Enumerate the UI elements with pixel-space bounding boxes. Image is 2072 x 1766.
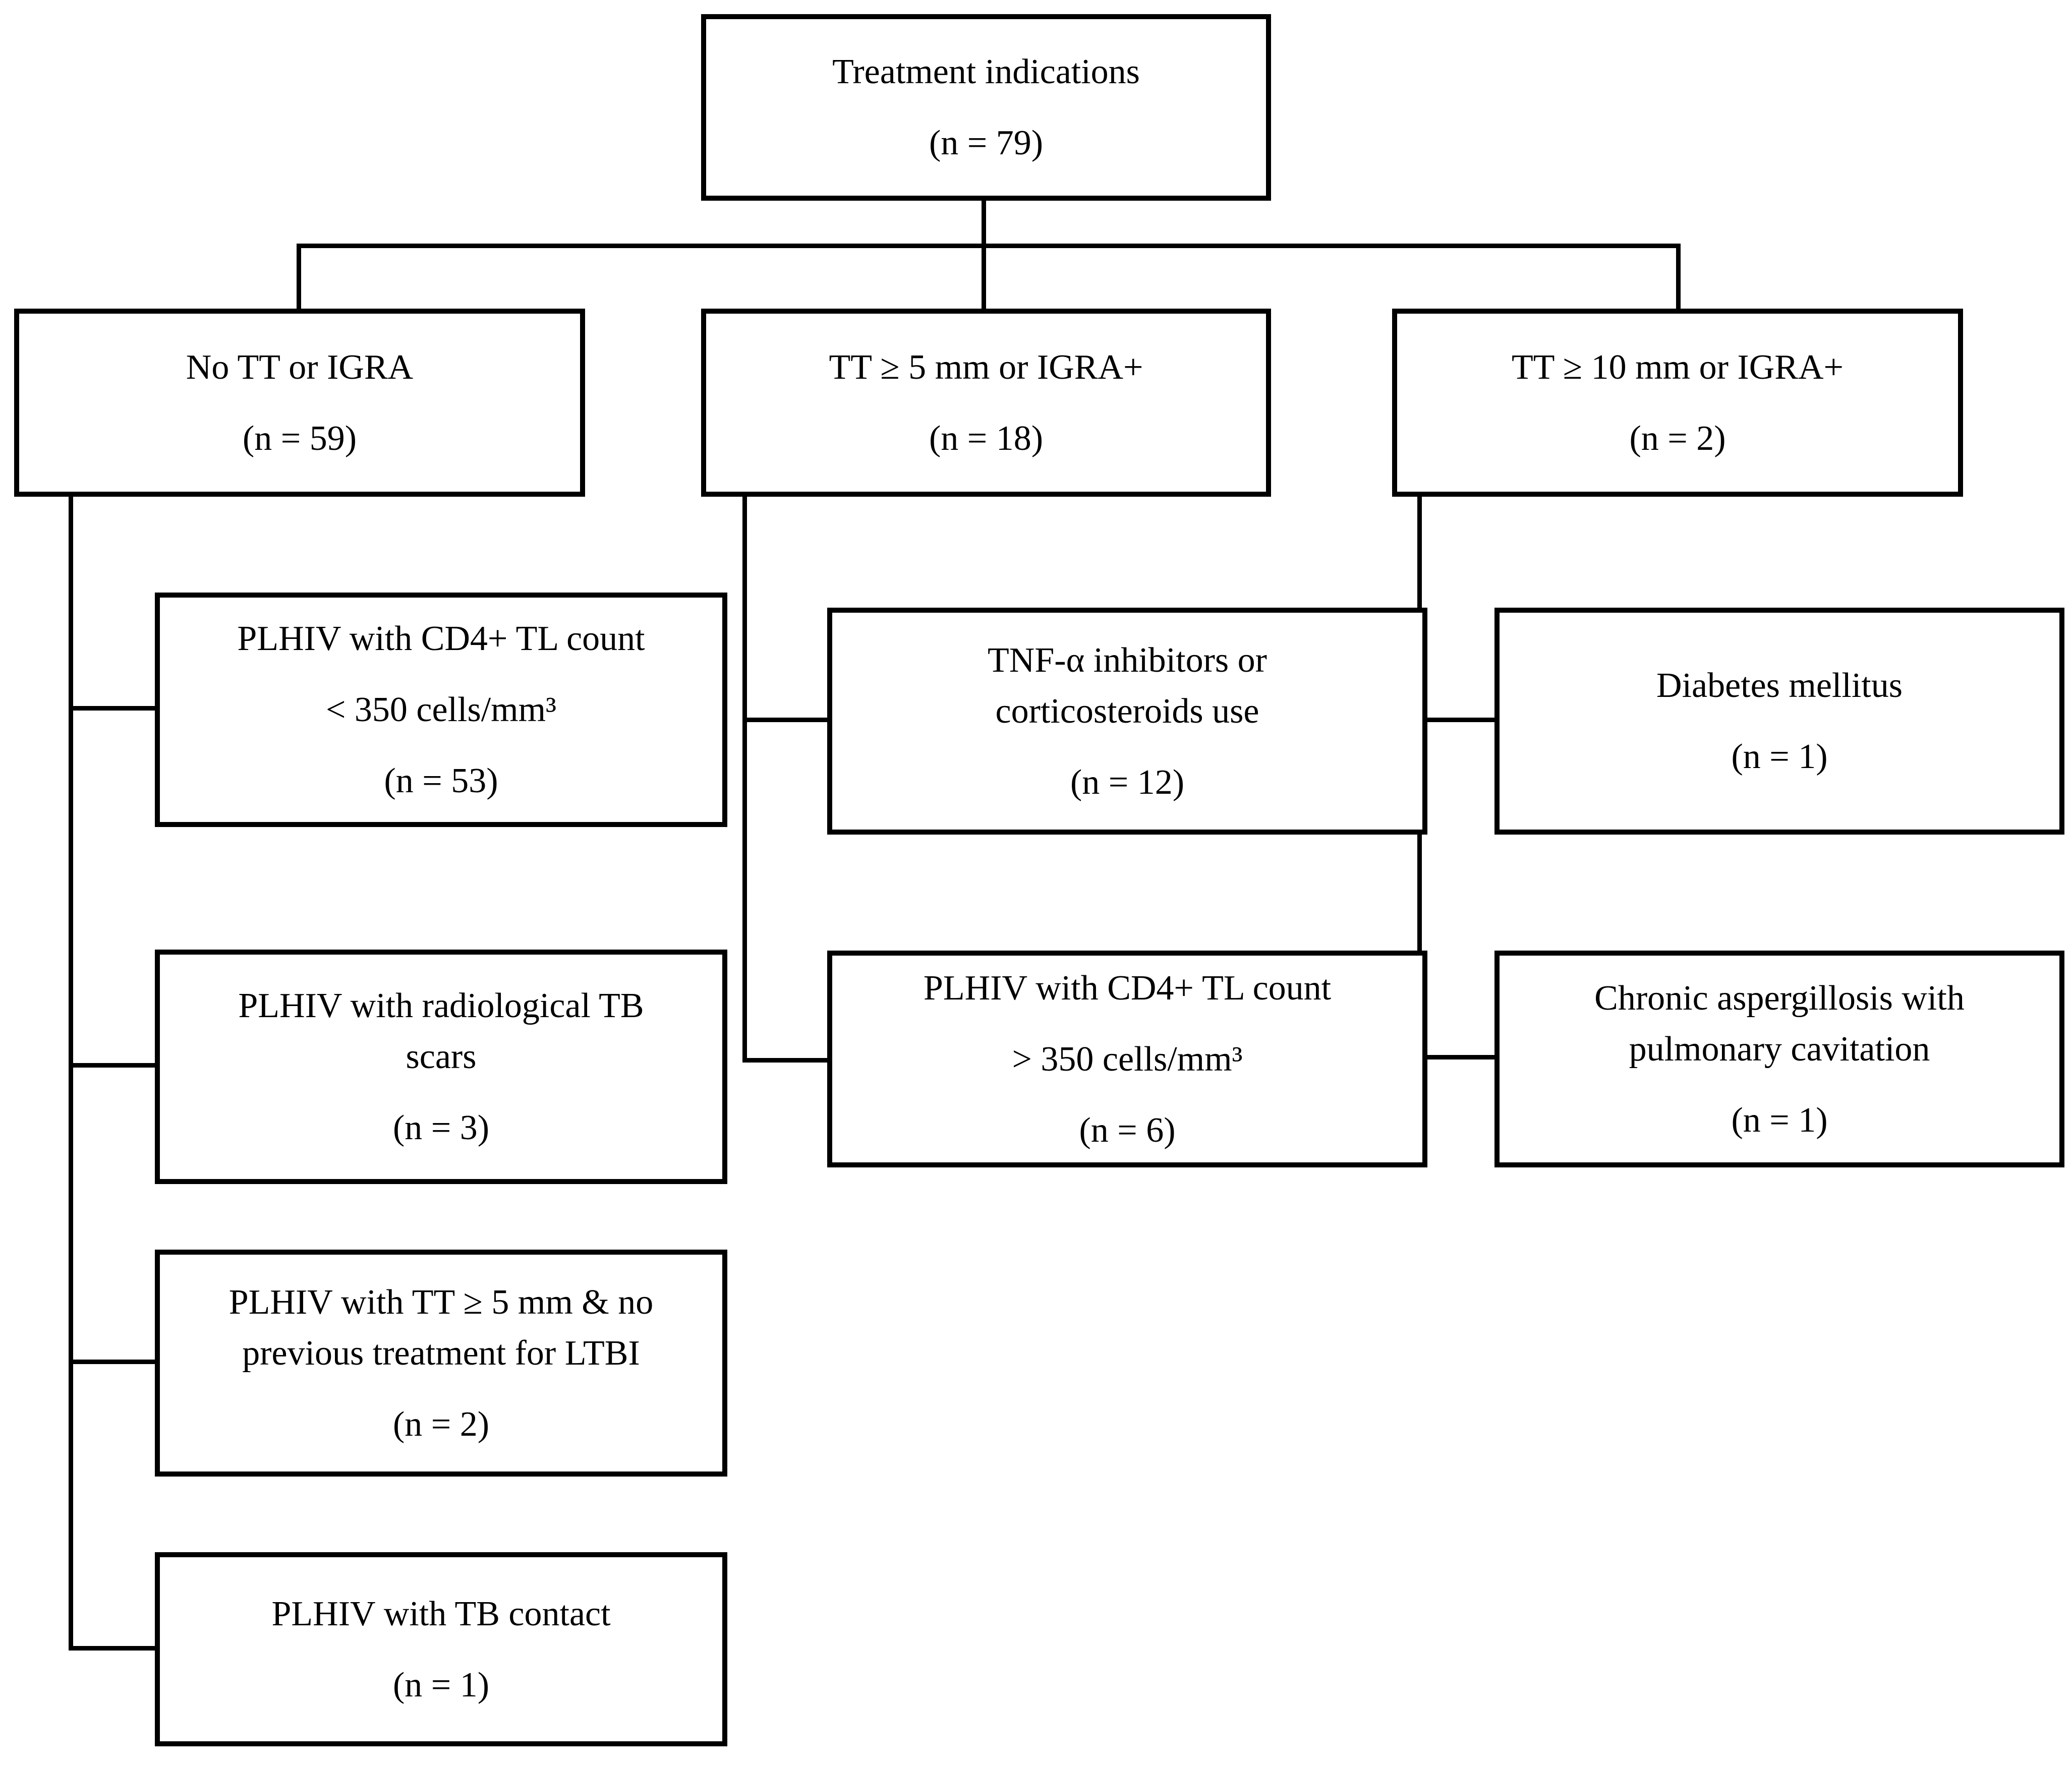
connector-stub-right — [1676, 244, 1681, 311]
box-plhiv-radiological-tb-scars: PLHIV with radiological TB scars (n = 3) — [155, 950, 727, 1184]
box-count: (n = 12) — [1070, 762, 1185, 802]
box-title-line1: PLHIV with radiological TB — [238, 986, 644, 1025]
box-title-line2: corticosteroids use — [995, 691, 1259, 731]
box-count: (n = 79) — [929, 124, 1044, 162]
box-title-line1: PLHIV with CD4+ TL count — [237, 619, 645, 658]
box-chronic-aspergillosis-pulmonary-cavitation: Chronic aspergillosis with pulmonary cav… — [1494, 951, 2064, 1167]
connector-main-horizontal — [297, 244, 1681, 248]
box-title: Diabetes mellitus — [1656, 666, 1903, 705]
connector-col1-stub-4 — [69, 1646, 157, 1651]
connector-col2-stub-1 — [742, 718, 829, 722]
box-count: (n = 53) — [384, 761, 498, 800]
connector-col1-stub-3 — [69, 1360, 157, 1364]
box-title-line1: Chronic aspergillosis with — [1594, 978, 1965, 1018]
connector-col2-stub-2 — [742, 1058, 829, 1063]
connector-col3-stub-1 — [1417, 718, 1497, 722]
box-plhiv-cd4-over-350: PLHIV with CD4+ TL count > 350 cells/mm³… — [827, 951, 1427, 1167]
box-title: TT ≥ 10 mm or IGRA+ — [1512, 347, 1844, 387]
box-title: No TT or IGRA — [186, 347, 414, 387]
connector-stub-middle — [982, 244, 986, 311]
box-plhiv-tb-contact: PLHIV with TB contact (n = 1) — [155, 1552, 727, 1746]
box-title: TT ≥ 5 mm or IGRA+ — [829, 347, 1143, 387]
box-plhiv-cd4-under-350: PLHIV with CD4+ TL count < 350 cells/mm³… — [155, 593, 727, 827]
connector-stub-left — [297, 244, 301, 311]
connector-root-trunk — [982, 199, 986, 247]
connector-col1-trunk — [69, 497, 73, 1651]
box-plhiv-tt-5mm-no-previous-ltbi-treatment: PLHIV with TT ≥ 5 mm & no previous treat… — [155, 1250, 727, 1477]
box-tt-5mm-or-igra-pos: TT ≥ 5 mm or IGRA+ (n = 18) — [701, 309, 1271, 497]
box-count: (n = 18) — [929, 419, 1044, 458]
connector-col1-stub-1 — [69, 706, 157, 711]
connector-col3-stub-2 — [1417, 1055, 1497, 1059]
box-title: Treatment indications — [832, 52, 1140, 91]
box-count: (n = 3) — [392, 1108, 490, 1147]
connector-col1-stub-2 — [69, 1063, 157, 1068]
box-tnf-alpha-inhibitors-or-corticosteroids: TNF-α inhibitors or corticosteroids use … — [827, 608, 1427, 835]
box-title-line1: TNF-α inhibitors or — [988, 640, 1267, 680]
box-title-line1: PLHIV with CD4+ TL count — [923, 968, 1332, 1008]
box-count: (n = 6) — [1079, 1110, 1176, 1150]
box-title: PLHIV with TB contact — [271, 1594, 611, 1633]
box-title-line1: PLHIV with TT ≥ 5 mm & no — [228, 1282, 654, 1322]
box-title-line2: > 350 cells/mm³ — [1012, 1039, 1243, 1079]
box-count: (n = 2) — [392, 1404, 490, 1444]
box-count: (n = 2) — [1629, 419, 1726, 458]
connector-col2-trunk — [742, 497, 747, 1063]
box-no-tt-or-igra: No TT or IGRA (n = 59) — [14, 309, 585, 497]
box-count: (n = 1) — [1731, 737, 1828, 776]
box-tt-10mm-or-igra-pos: TT ≥ 10 mm or IGRA+ (n = 2) — [1392, 309, 1963, 497]
box-count: (n = 1) — [392, 1665, 490, 1704]
box-title-line2: scars — [406, 1037, 477, 1076]
box-title-line2: previous treatment for LTBI — [242, 1333, 640, 1373]
box-treatment-indications: Treatment indications (n = 79) — [701, 14, 1271, 201]
box-title-line2: pulmonary cavitation — [1629, 1029, 1930, 1069]
box-title-line2: < 350 cells/mm³ — [325, 690, 557, 729]
box-count: (n = 1) — [1731, 1100, 1828, 1140]
box-count: (n = 59) — [242, 419, 357, 458]
box-diabetes-mellitus: Diabetes mellitus (n = 1) — [1494, 608, 2064, 835]
